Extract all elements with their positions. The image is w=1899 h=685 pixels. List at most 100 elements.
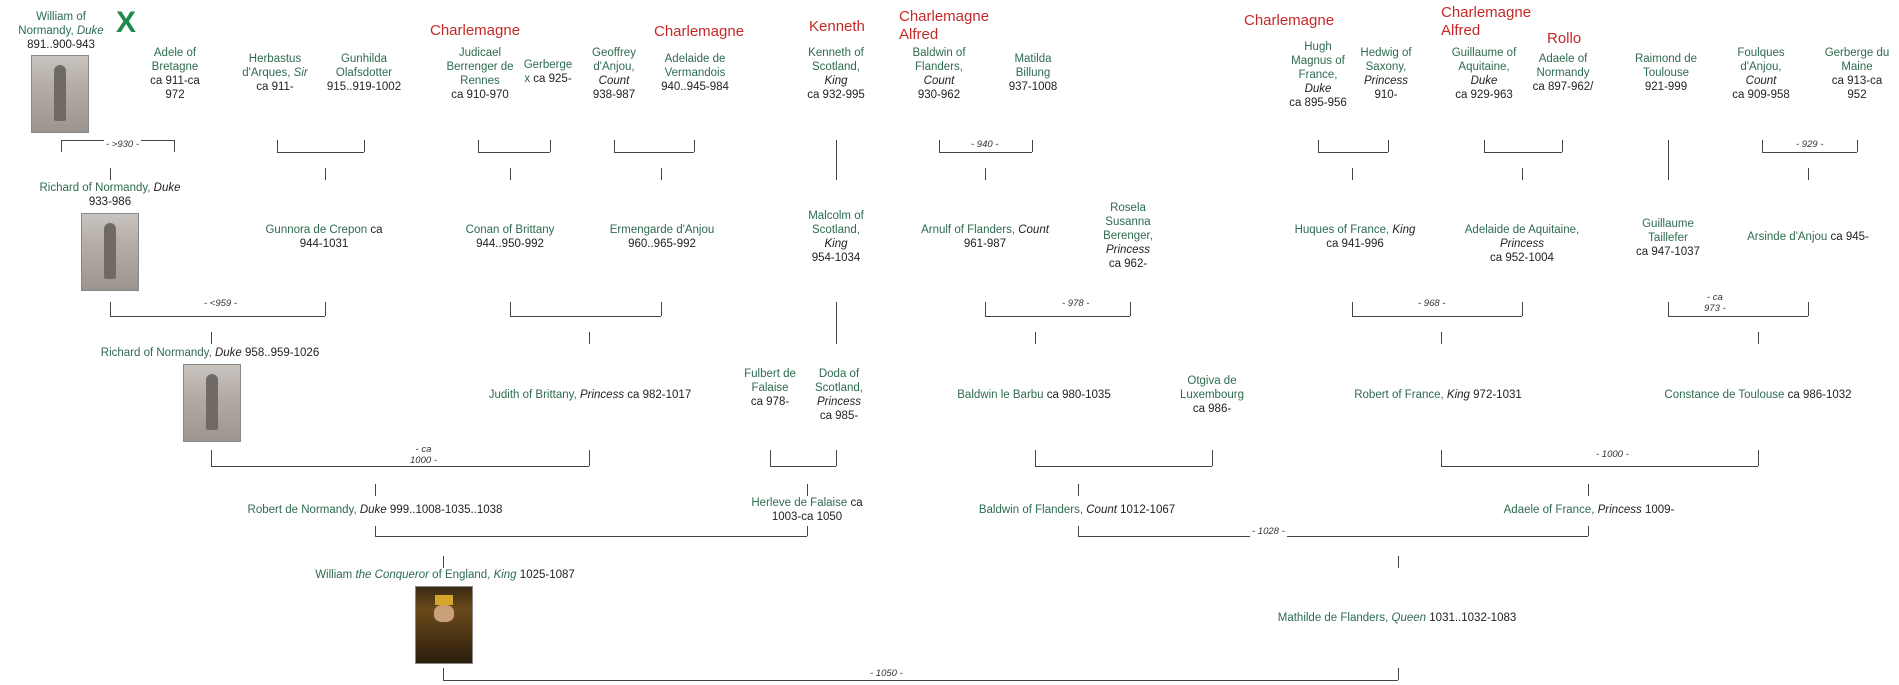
person-herbastus-darques[interactable]: Herbastus d'Arques, Sir ca 911-	[242, 53, 308, 93]
descent-line	[1758, 332, 1759, 344]
connector	[589, 450, 590, 466]
person-hedwig-of-saxony[interactable]: Hedwig of Saxony, Princess 910-	[1360, 47, 1412, 101]
marriage-line	[614, 152, 694, 153]
marriage-line	[277, 152, 364, 153]
person-herleve-de-falaise[interactable]: Herleve de Falaise ca 1003-ca 1050	[751, 497, 863, 523]
person-doda-of-scotland[interactable]: Doda of Scotland, Princess ca 985-	[815, 368, 863, 422]
person-gunnora-de-crepon[interactable]: Gunnora de Crepon ca 944-1031	[265, 224, 383, 250]
marriage-line	[1318, 152, 1388, 153]
connector	[1668, 302, 1669, 316]
marriage-line	[1441, 466, 1758, 467]
connector	[1808, 302, 1809, 316]
connector	[325, 302, 326, 316]
person-kenneth-of-scotland[interactable]: Kenneth of Scotland, King ca 932-995	[807, 47, 865, 101]
person-geoffrey-danjou[interactable]: Geoffrey d'Anjou, Count 938-987	[592, 47, 636, 101]
person-gerberge-du-maine[interactable]: Gerberge du Maine ca 913-ca 952	[1824, 47, 1890, 101]
connector	[61, 140, 62, 152]
descent-line	[510, 168, 511, 180]
person-ermengarde-danjou[interactable]: Ermengarde d'Anjou 960..965-992	[609, 224, 715, 250]
person-gunhilda-olafsdotter[interactable]: Gunhilda Olafsdotter 915..919-1002	[326, 53, 402, 93]
marriage-date: - 1050 -	[868, 668, 905, 679]
marriage-line	[939, 152, 1032, 153]
connector	[1035, 450, 1036, 466]
connector	[277, 140, 278, 152]
connector	[836, 450, 837, 466]
marriage-line	[375, 536, 807, 537]
person-judith-of-brittany[interactable]: Judith of Brittany, Princess ca 982-1017	[488, 389, 692, 401]
ancestor-tag-charlemagne: Charlemagne	[1244, 12, 1335, 29]
person-rosela-susanna-berenger[interactable]: Rosela Susanna Berenger, Princess ca 962…	[1103, 202, 1153, 270]
connector	[807, 526, 808, 536]
descent-line	[661, 168, 662, 180]
connector	[1352, 302, 1353, 316]
person-richard-of-normandy-933[interactable]: Richard of Normandy, Duke 933-986	[39, 182, 181, 208]
marriage-date: - <959 -	[202, 298, 240, 309]
connector	[1762, 140, 1763, 152]
connector	[770, 450, 771, 466]
person-william-the-conqueror[interactable]: William the Conqueror of England, King 1…	[315, 569, 575, 581]
marriage-date: - ca 1000 -	[408, 444, 439, 466]
person-huques-of-france[interactable]: Huques of France, King ca 941-996	[1294, 224, 1416, 250]
person-guillaume-taillefer[interactable]: Guillaume Taillefer ca 947-1037	[1636, 218, 1700, 258]
person-baldwin-le-barbu[interactable]: Baldwin le Barbu ca 980-1035	[957, 389, 1111, 401]
descent-line	[1588, 484, 1589, 496]
person-adele-of-bretagne[interactable]: Adele of Bretagne ca 911-ca 972	[150, 47, 200, 101]
descent-line	[1078, 484, 1079, 496]
connector	[614, 140, 615, 152]
connector	[1398, 668, 1399, 680]
descent-line	[443, 556, 444, 568]
marriage-line	[478, 152, 550, 153]
descent-line	[836, 140, 837, 180]
connector	[510, 302, 511, 316]
connector	[661, 302, 662, 316]
person-foulques-danjou[interactable]: Foulques d'Anjou, Count ca 909-958	[1732, 47, 1790, 101]
connector	[1562, 140, 1563, 152]
person-judicael-berrenger[interactable]: Judicael Berrenger de Rennes ca 910-970	[446, 47, 514, 101]
person-richard-of-normandy-958[interactable]: Richard of Normandy, Duke 958..959-1026	[100, 347, 320, 359]
richard-of-normandy-photo	[81, 213, 139, 291]
descent-line	[1808, 168, 1809, 180]
connector	[110, 302, 111, 316]
connector	[443, 668, 444, 680]
person-adaele-of-france[interactable]: Adaele of France, Princess 1009-	[1503, 504, 1675, 516]
person-mathilde-de-flanders[interactable]: Mathilde de Flanders, Queen 1031..1032-1…	[1277, 612, 1517, 624]
person-arsinde-danjou[interactable]: Arsinde d'Anjou ca 945-	[1747, 231, 1869, 243]
marriage-date: - >930 -	[104, 139, 142, 150]
connector	[1318, 140, 1319, 152]
person-fulbert-de-falaise[interactable]: Fulbert de Falaise ca 978-	[744, 368, 796, 408]
person-conan-of-brittany[interactable]: Conan of Brittany 944..950-992	[465, 224, 555, 250]
connector	[1484, 140, 1485, 152]
person-adaele-of-normandy[interactable]: Adaele of Normandy ca 897-962/	[1532, 53, 1594, 93]
marriage-line	[985, 316, 1130, 317]
descent-line	[110, 168, 111, 180]
person-adelaide-de-vermandois[interactable]: Adelaide de Vermandois 940..945-984	[661, 53, 729, 93]
person-arnulf-of-flanders[interactable]: Arnulf of Flanders, Count 961-987	[921, 224, 1049, 250]
richard-of-normandy-2-photo	[183, 364, 241, 442]
marriage-line	[1668, 316, 1808, 317]
person-guillaume-of-aquitaine[interactable]: Guillaume of Aquitaine, Duke ca 929-963	[1451, 47, 1517, 101]
person-robert-de-normandy[interactable]: Robert de Normandy, Duke 999..1008-1035.…	[247, 504, 503, 516]
person-gerberge-x[interactable]: Gerberge x ca 925-	[523, 59, 573, 85]
marriage-line	[211, 466, 589, 467]
person-raimond-de-toulouse[interactable]: Raimond de Toulouse 921-999	[1634, 53, 1697, 93]
person-constance-de-toulouse[interactable]: Constance de Toulouse ca 986-1032	[1664, 389, 1852, 401]
connector	[985, 302, 986, 316]
person-william-of-normandy[interactable]: William of Normandy, Duke 891..900-943	[18, 11, 104, 51]
x-mark-icon: X	[116, 6, 137, 39]
marriage-date: - 1028 -	[1250, 526, 1287, 537]
person-adelaide-de-aquitaine[interactable]: Adelaide de Aquitaine, Princess ca 952-1…	[1464, 224, 1580, 264]
person-matilda-billung[interactable]: Matilda Billung 937-1008	[1008, 53, 1058, 93]
connector	[375, 526, 376, 536]
marriage-date: - 929 -	[1794, 139, 1826, 150]
marriage-line	[110, 316, 325, 317]
person-otgiva-de-luxembourg[interactable]: Otgiva de Luxembourg ca 986-	[1180, 375, 1244, 415]
person-baldwin-of-flanders-1012[interactable]: Baldwin of Flanders, Count 1012-1067	[978, 504, 1176, 516]
person-malcolm-of-scotland[interactable]: Malcolm of Scotland, King 954-1034	[808, 210, 864, 264]
marriage-date: - 968 -	[1416, 298, 1448, 309]
person-baldwin-of-flanders-930[interactable]: Baldwin of Flanders, Count 930-962	[912, 47, 966, 101]
person-hugh-magnus[interactable]: Hugh Magnus of France, Duke ca 895-956	[1289, 41, 1347, 109]
connector	[211, 450, 212, 466]
person-robert-of-france[interactable]: Robert of France, King 972-1031	[1354, 389, 1522, 401]
descent-line	[1352, 168, 1353, 180]
ancestor-tag-charlemagne: Charlemagne	[430, 22, 521, 39]
